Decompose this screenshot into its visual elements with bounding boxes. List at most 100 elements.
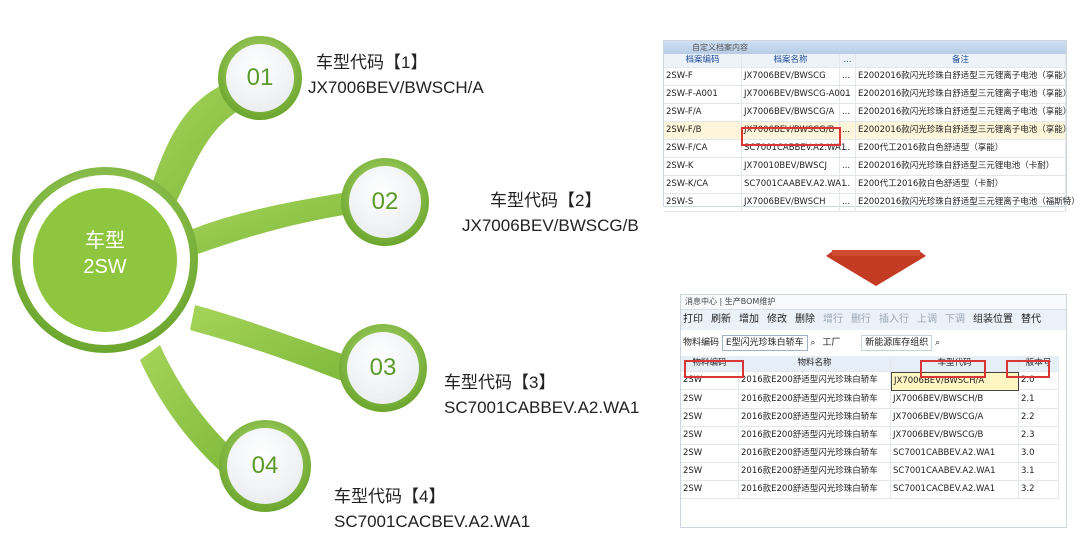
search-icon[interactable]: ⌕ bbox=[810, 338, 816, 348]
highlight-box bbox=[920, 360, 986, 378]
table-cell[interactable]: 3.0 bbox=[1019, 445, 1059, 463]
table-cell[interactable]: 2SW bbox=[681, 427, 739, 445]
table-cell[interactable]: ... bbox=[840, 176, 856, 194]
table-cell[interactable]: 2SW-F/B bbox=[664, 122, 742, 140]
table-cell[interactable]: E2002016款闪光珍珠白舒适型三元锂离子电池（福斯特） bbox=[856, 194, 1080, 212]
table-cell[interactable]: 2SW-S bbox=[664, 194, 742, 212]
table-cell[interactable]: ... bbox=[840, 122, 856, 140]
table-cell[interactable]: JX7006BEV/BWSCG/A bbox=[742, 104, 840, 122]
table-cell[interactable]: SC7001CAABEV.A2.WA1 bbox=[891, 463, 1019, 481]
node-number-04: 04 bbox=[251, 452, 279, 479]
col-header[interactable]: 备注 bbox=[856, 54, 1066, 68]
table-cell[interactable]: E2002016款闪光珍珠白舒适型三元锂离子电池（享能） bbox=[856, 68, 1071, 86]
table-cell[interactable]: SC7001CABBEV.A2.WA1 bbox=[742, 140, 846, 158]
branch-3-text: 车型代码【3】 SC7001CABBEV.A2.WA1 bbox=[444, 370, 639, 420]
table-cell[interactable]: 2SW-K bbox=[664, 158, 742, 176]
search-label: 物料编码 bbox=[683, 338, 720, 348]
table-cell[interactable]: 2.3 bbox=[1019, 427, 1059, 445]
table-cell[interactable]: 2016款E200舒适型闪光珍珠白轿车 bbox=[739, 463, 891, 481]
table-cell[interactable]: 2SW bbox=[681, 463, 739, 481]
factory-label: 工厂 bbox=[822, 338, 841, 348]
table-cell[interactable]: SC7001CACBEV.A2.WA1 bbox=[891, 481, 1019, 499]
toolbar-button[interactable]: 打印 bbox=[683, 314, 703, 325]
table-cell[interactable]: 2.0 bbox=[1019, 372, 1059, 390]
table-cell[interactable]: 2.1 bbox=[1019, 391, 1059, 409]
table-cell[interactable]: 3.2 bbox=[1019, 481, 1059, 499]
table-cell[interactable]: 2016款E200舒适型闪光珍珠白轿车 bbox=[739, 391, 891, 409]
table-cell[interactable]: ... bbox=[840, 140, 856, 158]
table-cell[interactable]: ... bbox=[840, 68, 856, 86]
toolbar-button[interactable]: 删除 bbox=[795, 314, 815, 325]
table-cell[interactable]: JX7006BEV/BWSCH/B bbox=[891, 391, 1019, 409]
highlight-box bbox=[741, 127, 841, 146]
highlight-box bbox=[1006, 360, 1050, 378]
table-cell[interactable]: E200代工2016款白色舒适型（卡耐） bbox=[856, 176, 1066, 194]
table-cell[interactable]: JX7006BEV/BWSCH bbox=[742, 194, 840, 212]
table-cell[interactable]: 2016款E200舒适型闪光珍珠白轿车 bbox=[739, 427, 891, 445]
table-cell[interactable]: 2SW bbox=[681, 409, 739, 427]
branch-1-label: 车型代码【1】 bbox=[316, 53, 428, 72]
table-cell[interactable]: 2.2 bbox=[1019, 409, 1059, 427]
table-cell[interactable]: E2002016款闪光珍珠白舒适型三元锂离子电池（享能） bbox=[856, 86, 1071, 104]
table-cell[interactable]: 2SW-F bbox=[664, 68, 742, 86]
toolbar-button[interactable]: 替代 bbox=[1021, 314, 1041, 325]
toolbar-button[interactable]: 下调 bbox=[945, 314, 965, 325]
table-cell[interactable]: 2016款E200舒适型闪光珍珠白轿车 bbox=[739, 445, 891, 463]
branch-1-code: JX7006BEV/BWSCH/A bbox=[308, 78, 484, 97]
table-cell[interactable]: JX70010BEV/BWSCJ bbox=[742, 158, 840, 176]
toolbar-button[interactable]: 增行 bbox=[823, 314, 843, 325]
table-cell[interactable]: E2002016款闪光珍珠白舒适型三元锂离子电池（享能） bbox=[856, 104, 1071, 122]
table-cell[interactable]: 2SW-F/CA bbox=[664, 140, 742, 158]
toolbar-button[interactable]: 删行 bbox=[851, 314, 871, 325]
table-cell[interactable]: ... bbox=[840, 158, 856, 176]
table-cell[interactable]: 2016款E200舒适型闪光珍珠白轿车 bbox=[739, 409, 891, 427]
branch-3 bbox=[190, 305, 360, 385]
toolbar-button[interactable]: 插入行 bbox=[879, 314, 909, 325]
col-header[interactable]: ... bbox=[840, 54, 856, 68]
toolbar-button[interactable]: 上调 bbox=[917, 314, 937, 325]
center-line1: 车型 bbox=[85, 230, 125, 252]
table-cell[interactable]: E2002016款闪光珍珠白舒适型三元锂离子电池（享能） bbox=[856, 122, 1071, 140]
col-header[interactable]: 档案名称 bbox=[742, 54, 840, 68]
org-input[interactable]: 新能源库存组织 bbox=[861, 334, 933, 351]
toolbar-button[interactable]: 修改 bbox=[767, 314, 787, 325]
table-cell[interactable]: JX7006BEV/BWSCG/B bbox=[891, 427, 1019, 445]
search-input[interactable]: E型闪光珍珠白轿车 bbox=[721, 334, 808, 351]
table-cell[interactable]: SC7001CAABEV.A2.WA1 bbox=[742, 176, 846, 194]
table-cell[interactable]: JX7006BEV/BWSCG bbox=[742, 68, 840, 86]
center-line2: 2SW bbox=[83, 256, 127, 278]
bom-screenshot: 消息中心 | 生产BOM维护 打印刷新增加修改删除增行删行插入行上调下调组装位置… bbox=[680, 294, 1067, 528]
table-cell[interactable]: JX7006BEV/BWSCG-A001 bbox=[742, 86, 851, 104]
table-cell[interactable]: 2SW bbox=[681, 372, 739, 390]
toolbar-button[interactable]: 组装位置 bbox=[973, 314, 1013, 325]
center-node-label: 车型 2SW bbox=[30, 228, 180, 280]
org-search-icon[interactable]: ⌕ bbox=[935, 338, 941, 348]
table-cell[interactable]: E200代工2016款白色舒适型（享能） bbox=[856, 140, 1066, 158]
table-cell[interactable]: 2SW-F/A bbox=[664, 104, 742, 122]
table-cell[interactable]: 2SW bbox=[681, 481, 739, 499]
table-cell[interactable]: 2SW bbox=[681, 391, 739, 409]
node-number-03: 03 bbox=[369, 354, 397, 381]
toolbar-button[interactable]: 刷新 bbox=[711, 314, 731, 325]
table-cell[interactable]: 3.1 bbox=[1019, 463, 1059, 481]
node-number-01: 01 bbox=[246, 64, 274, 91]
col-header[interactable]: 档案编码 bbox=[664, 54, 742, 68]
table-cell[interactable]: 2016款E200舒适型闪光珍珠白轿车 bbox=[739, 372, 891, 390]
col-header[interactable]: 物料名称 bbox=[739, 356, 891, 372]
table-cell[interactable]: JX7006BEV/BWSCG/A bbox=[891, 409, 1019, 427]
table-cell[interactable]: 2SW-K/CA bbox=[664, 176, 742, 194]
table-cell[interactable]: ... bbox=[840, 86, 856, 104]
table-cell[interactable]: 2016款E200舒适型闪光珍珠白轿车 bbox=[739, 481, 891, 499]
table-cell[interactable]: 2SW-F-A001 bbox=[664, 86, 742, 104]
table-cell[interactable]: ... bbox=[840, 104, 856, 122]
toolbar-button[interactable]: 增加 bbox=[739, 314, 759, 325]
branch-4-code: SC7001CACBEV.A2.WA1 bbox=[334, 512, 531, 531]
archive-title: 自定义档案内容 bbox=[664, 41, 1066, 54]
table-cell[interactable]: ... bbox=[840, 194, 856, 212]
bom-search-bar: 物料编码 E型闪光珍珠白轿车 ⌕ 工厂 新能源库存组织 ⌕ bbox=[681, 330, 1066, 356]
table-cell[interactable]: E2002016款闪光珍珠白舒适型三元锂电池（卡耐） bbox=[856, 158, 1066, 176]
table-cell[interactable]: 2SW bbox=[681, 445, 739, 463]
table-cell[interactable]: SC7001CABBEV.A2.WA1 bbox=[891, 445, 1019, 463]
